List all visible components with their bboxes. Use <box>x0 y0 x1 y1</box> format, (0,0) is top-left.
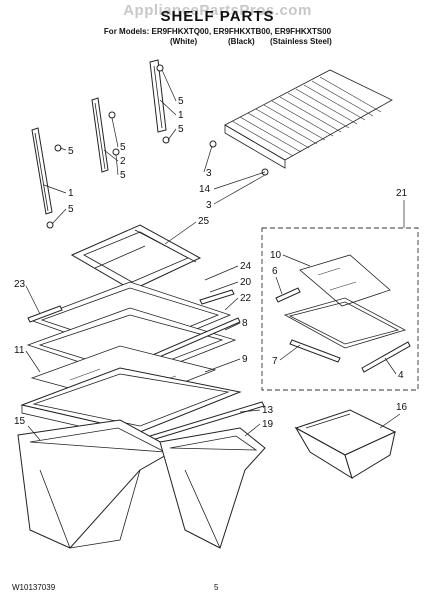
callout-3: 3 <box>206 168 212 179</box>
callout-8: 8 <box>242 318 248 329</box>
callout-4: 4 <box>398 370 404 381</box>
callout-5: 5 <box>68 146 74 157</box>
callout-3: 3 <box>206 200 212 211</box>
callout-11: 11 <box>14 345 25 356</box>
kit-front-trim <box>275 287 301 303</box>
finish-stainless: (Stainless Steel) <box>270 37 332 46</box>
finish-black: (Black) <box>228 37 255 46</box>
callout-15: 15 <box>14 416 26 427</box>
callout-10: 10 <box>270 250 282 261</box>
kit-side-rail-left <box>289 339 341 363</box>
shelf-rail-left <box>31 127 62 229</box>
callout-5: 5 <box>120 142 126 153</box>
shelf-rail-middle <box>91 97 120 173</box>
callout-5: 5 <box>68 204 74 215</box>
callout-6: 6 <box>272 266 278 277</box>
wire-shelf <box>209 69 393 176</box>
kit-outline <box>261 227 419 391</box>
models-line: For Models: ER9FHKXTQ00, ER9FHKXTB00, ER… <box>103 27 332 36</box>
crisper-drawer-right <box>159 427 266 549</box>
callout-14: 14 <box>199 184 211 195</box>
callout-16: 16 <box>396 402 408 413</box>
callout-2: 2 <box>120 156 126 167</box>
crisper-cover-frame <box>70 224 202 291</box>
document-number: W10137039 <box>12 583 56 592</box>
glass-trim-upper <box>199 289 235 305</box>
callout-5: 5 <box>178 96 184 107</box>
watermark-text: AppliancePartsPros.com <box>123 2 312 19</box>
page-number: 5 <box>214 583 219 592</box>
kit-side-rail-right <box>361 341 411 373</box>
utility-bin <box>294 409 397 480</box>
callout-20: 20 <box>240 277 252 288</box>
callout-9: 9 <box>242 354 248 365</box>
callout-25: 25 <box>198 216 210 227</box>
glass-trim-left <box>27 305 63 323</box>
crisper-drawer-left <box>17 419 177 549</box>
callout-22: 22 <box>240 293 252 304</box>
callout-1: 1 <box>178 110 184 121</box>
callout-5: 5 <box>120 170 126 181</box>
kit-glass-panel <box>299 254 391 307</box>
callout-24: 24 <box>240 261 252 272</box>
page-title: SHELF PARTS <box>160 8 275 25</box>
finish-white: (White) <box>170 37 198 46</box>
callout-21: 21 <box>396 188 408 199</box>
callout-7: 7 <box>272 356 278 367</box>
callout-23: 23 <box>14 279 26 290</box>
leader-lines <box>25 69 405 441</box>
callout-1: 1 <box>68 188 74 199</box>
shelf-rail-right <box>149 59 170 144</box>
callout-19: 19 <box>262 419 274 430</box>
callout-5: 5 <box>178 124 184 135</box>
kit-frame <box>283 297 407 349</box>
callout-13: 13 <box>262 405 274 416</box>
